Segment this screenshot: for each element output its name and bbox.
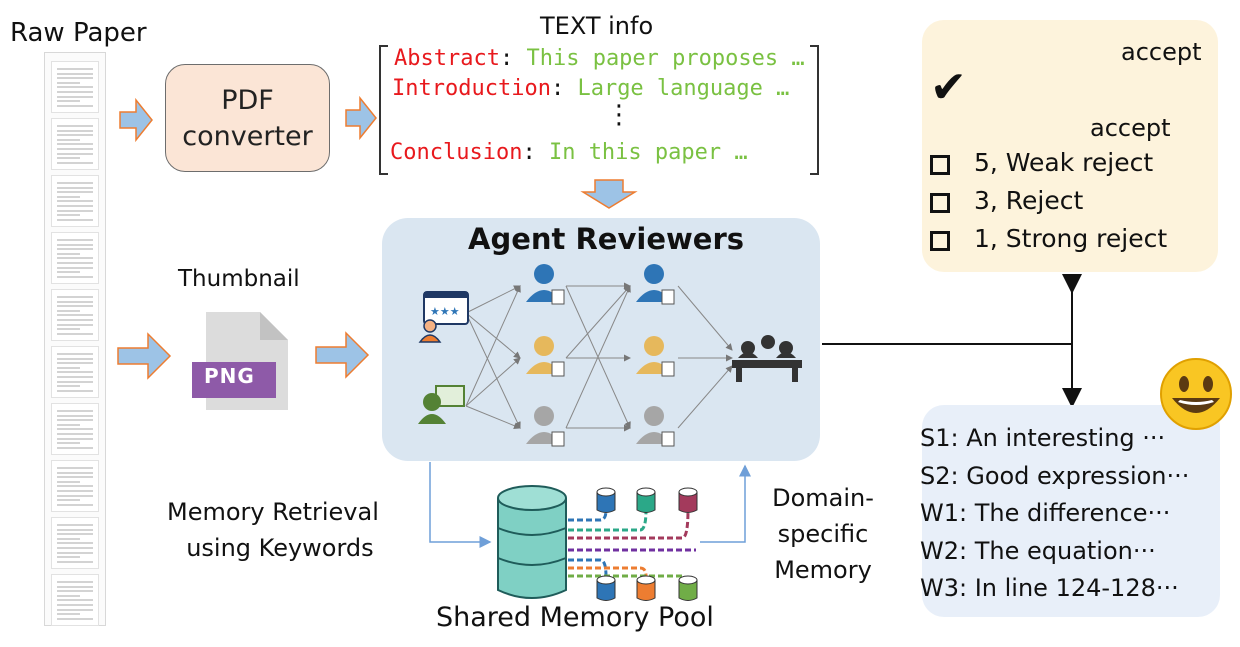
review-comments-panel bbox=[922, 405, 1220, 617]
reviewer-agent-icon bbox=[636, 406, 675, 447]
reviewer-network: ★★★ bbox=[418, 264, 802, 447]
text-info-introduction: Introduction: Large language … bbox=[392, 76, 790, 101]
text-key-introduction: Introduction bbox=[392, 76, 551, 101]
paper-page-thumbnail bbox=[51, 61, 99, 113]
svg-text:★★★: ★★★ bbox=[430, 305, 460, 318]
reviewer-agent-icon bbox=[636, 264, 675, 305]
paper-page-thumbnail bbox=[51, 460, 99, 512]
decision-option-label: 1, Strong reject bbox=[974, 224, 1168, 253]
shared-memory-pool-label: Shared Memory Pool bbox=[436, 602, 714, 633]
review-item: W3: In line 124-128··· bbox=[920, 574, 1179, 602]
review-item: W1: The difference··· bbox=[920, 499, 1171, 527]
decision-panel bbox=[922, 20, 1218, 272]
text-info-conclusion: Conclusion: In this paper … bbox=[390, 140, 748, 165]
paper-page-thumbnail bbox=[51, 175, 99, 227]
memory-retrieval-arrow bbox=[429, 462, 492, 548]
paper-page-thumbnail bbox=[51, 232, 99, 284]
agent-reviewers-panel bbox=[382, 218, 820, 461]
reviewer-agent-icon bbox=[526, 336, 565, 377]
arrow-to-thumb bbox=[117, 332, 172, 380]
text-key-conclusion: Conclusion bbox=[390, 140, 523, 165]
arrow-down-text bbox=[580, 179, 638, 209]
paper-page-thumbnail bbox=[51, 574, 99, 626]
raw-paper-pages bbox=[44, 52, 106, 626]
pdf-converter-box: PDF converter bbox=[165, 64, 330, 172]
small-database-icon bbox=[678, 487, 698, 513]
user-image-icon bbox=[418, 385, 465, 424]
paper-page-thumbnail bbox=[51, 118, 99, 170]
decision-option-label: 3, Reject bbox=[974, 186, 1084, 215]
checkbox-icon bbox=[930, 193, 950, 213]
review-item: S2: Good expression··· bbox=[920, 461, 1190, 490]
text-value-abstract: This paper proposes … bbox=[526, 46, 805, 71]
png-badge: PNG bbox=[204, 364, 255, 388]
small-database-icon bbox=[596, 575, 616, 601]
decision-selected-label: accept bbox=[1090, 114, 1171, 142]
small-database-icon bbox=[636, 487, 656, 513]
small-database-icon bbox=[678, 575, 698, 601]
thumbnail-label: Thumbnail bbox=[178, 266, 300, 292]
paper-page-thumbnail bbox=[51, 289, 99, 341]
pdf-converter-line2: converter bbox=[182, 121, 313, 152]
smiley-icon bbox=[1160, 358, 1232, 430]
review-item: S1: An interesting ··· bbox=[920, 424, 1166, 452]
paper-page-thumbnail bbox=[51, 346, 99, 398]
meeting-table-icon bbox=[732, 335, 802, 382]
reviewer-agent-icon bbox=[526, 406, 565, 447]
arrow-to-text bbox=[345, 95, 377, 141]
text-info-title: TEXT info bbox=[540, 12, 654, 40]
paper-page-thumbnail bbox=[51, 403, 99, 455]
text-info-ellipsis: ⋮ bbox=[606, 100, 632, 130]
domain-memory-line1: Domain- bbox=[772, 484, 874, 512]
small-database-icon bbox=[596, 487, 616, 513]
text-value-conclusion: In this paper … bbox=[548, 140, 748, 165]
memory-retrieval-line1: Memory Retrieval bbox=[167, 498, 379, 526]
arrow-to-pdf bbox=[119, 97, 153, 143]
rating-screen-icon: ★★★ bbox=[418, 291, 469, 343]
shared-memory-pool-graphic bbox=[497, 485, 698, 601]
main-database-icon bbox=[497, 485, 567, 599]
review-item: W2: The equation··· bbox=[920, 536, 1156, 565]
reviewer-agent-icon bbox=[636, 336, 675, 377]
text-key-abstract: Abstract bbox=[394, 46, 500, 71]
checkbox-icon bbox=[930, 231, 950, 251]
domain-memory-label: Domain- specific Memory bbox=[762, 480, 884, 588]
pdf-converter-line1: PDF bbox=[221, 85, 274, 116]
decision-top-label: accept bbox=[1121, 38, 1202, 66]
text-value-introduction: Large language … bbox=[577, 76, 790, 101]
agent-reviewers-title: Agent Reviewers bbox=[468, 222, 745, 256]
small-database-icon bbox=[636, 575, 656, 601]
decision-option-label: 5, Weak reject bbox=[974, 148, 1154, 177]
png-file-icon bbox=[192, 312, 288, 410]
domain-memory-arrow bbox=[700, 464, 751, 543]
domain-memory-line2: specific bbox=[777, 520, 869, 548]
raw-paper-label: Raw Paper bbox=[10, 18, 147, 48]
memory-retrieval-label: Memory Retrieval using Keywords bbox=[167, 494, 379, 566]
memory-retrieval-line2: using Keywords bbox=[186, 534, 374, 562]
checkmark-icon: ✔ bbox=[930, 62, 967, 113]
paper-page-thumbnail bbox=[51, 517, 99, 569]
arrow-to-agents bbox=[315, 331, 370, 379]
text-info-brackets bbox=[379, 45, 819, 175]
text-info-abstract: Abstract: This paper proposes … bbox=[394, 46, 805, 71]
domain-memory-line3: Memory bbox=[774, 556, 872, 584]
checkbox-icon bbox=[930, 155, 950, 175]
review-comments-list: S1: An interesting ··· S2: Good expressi… bbox=[920, 420, 1189, 608]
reviewer-agent-icon bbox=[526, 264, 565, 305]
